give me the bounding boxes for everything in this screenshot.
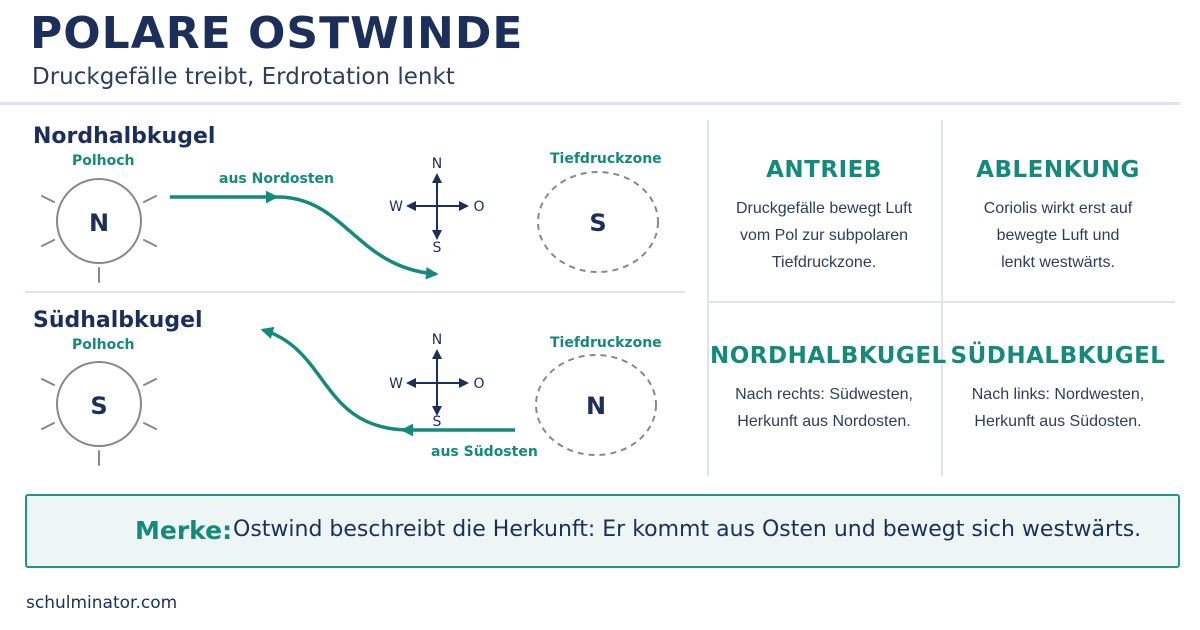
card-antrieb: ANTRIEB Druckgefälle bewegt Luft vom Pol… (710, 157, 938, 276)
svg-text:W: W (389, 376, 403, 392)
hemisphere-divider (25, 291, 685, 293)
merke-label: Merke: (135, 516, 233, 545)
sun-ray-icon (41, 195, 157, 283)
page-subtitle: Druckgefälle treibt, Erdrotation lenkt (32, 64, 455, 90)
card-title: NORDHALBKUGEL (710, 343, 947, 369)
north-low-label: Tiefdruckzone (550, 151, 662, 167)
merke-text: Ostwind beschreibt die Herkunft: Er komm… (233, 517, 1142, 542)
south-pole-label: Polhoch (72, 337, 135, 353)
svg-text:O: O (473, 376, 484, 392)
card-text: Druckgefälle bewegt Luft vom Pol zur sub… (735, 200, 913, 271)
card-nordhalbkugel: NORDHALBKUGEL Nach rechts: Südwesten, He… (710, 343, 947, 435)
merke-box: Merke: Ostwind beschreibt die Herkunft: … (25, 494, 1180, 568)
north-wind-label: aus Nordosten (219, 171, 334, 187)
card-suedhalbkugel: SÜDHALBKUGEL Nach links: Nordwesten, Her… (944, 343, 1172, 435)
page-title: POLARE OSTWINDE (30, 8, 524, 59)
card-title: SÜDHALBKUGEL (950, 343, 1166, 369)
grid-divider (941, 120, 943, 476)
north-low-zone: S (537, 171, 659, 273)
svg-text:S: S (589, 209, 606, 237)
north-pole-label: Polhoch (72, 153, 135, 169)
svg-text:S: S (90, 392, 107, 420)
card-text: Coriolis wirkt erst auf bewegte Luft und… (983, 200, 1133, 271)
compass-icon: N S W O (389, 156, 484, 256)
grid-divider (709, 301, 1175, 303)
north-wind-curve (275, 195, 439, 280)
svg-text:N: N (432, 156, 442, 172)
compass-icon: N S W O (389, 332, 484, 430)
header-divider (0, 102, 1180, 105)
south-low-zone: N (535, 354, 657, 456)
card-title: ANTRIEB (766, 157, 882, 183)
south-heading: Südhalbkugel (33, 308, 203, 333)
north-heading: Nordhalbkugel (33, 124, 216, 149)
svg-text:N: N (432, 332, 442, 348)
card-title: ABLENKUNG (976, 157, 1140, 183)
south-low-label: Tiefdruckzone (550, 335, 662, 351)
footer-site: schulminator.com (26, 593, 178, 613)
svg-text:N: N (586, 392, 606, 420)
south-wind-curve (260, 326, 411, 432)
card-text: Nach rechts: Südwesten, Herkunft aus Nor… (735, 386, 913, 430)
svg-text:S: S (433, 240, 442, 256)
grid-divider (707, 120, 709, 476)
south-wind-label: aus Südosten (431, 444, 538, 460)
north-pole-high: N (41, 178, 157, 283)
svg-text:W: W (389, 199, 403, 215)
svg-text:S: S (433, 414, 442, 430)
sun-ray-icon (41, 378, 157, 466)
wind-diagram: N N S W O S S N S W O (41, 156, 659, 466)
south-pole-high: S (41, 361, 157, 466)
card-ablenkung: ABLENKUNG Coriolis wirkt erst auf bewegt… (944, 157, 1172, 276)
card-text: Nach links: Nordwesten, Herkunft aus Süd… (971, 386, 1145, 430)
svg-text:O: O (473, 199, 484, 215)
north-pole-letter: N (89, 209, 109, 237)
